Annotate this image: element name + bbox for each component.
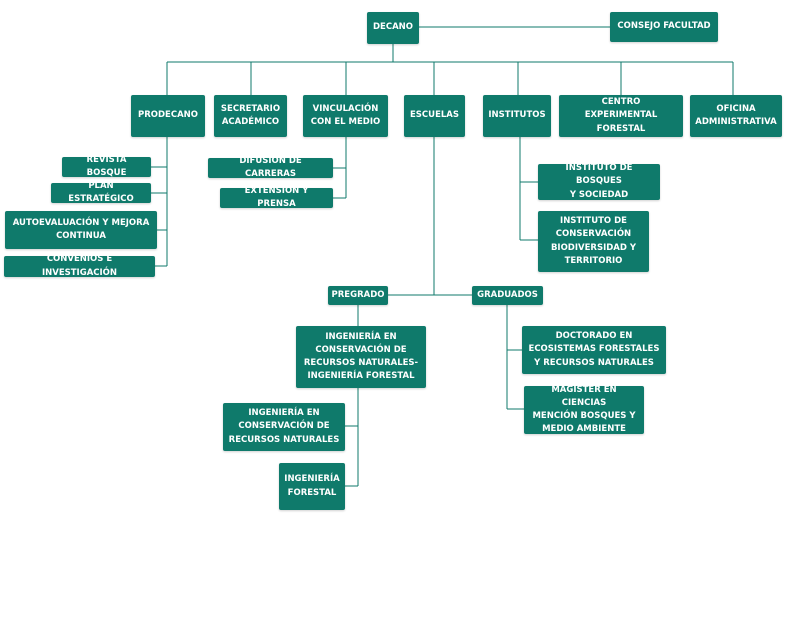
node-revista-bosque: REVISTA BOSQUE <box>62 155 151 178</box>
node-convenios-investigacion: CONVENIOS E INVESTIGACIÓN <box>4 254 155 278</box>
node-extension-prensa: EXTENSIÓN Y PRENSA <box>220 186 333 209</box>
node-vinculacion-medio: VINCULACIÓN CON EL MEDIO <box>303 95 388 137</box>
node-oficina-administrativa: OFICINA ADMINISTRATIVA <box>690 95 782 137</box>
node-ing-conservacion-forestal: INGENIERÍA EN CONSERVACIÓN DE RECURSOS N… <box>296 326 426 388</box>
node-magister: MAGÍSTER EN CIENCIAS MENCIÓN BOSQUES Y M… <box>524 385 644 434</box>
node-institutos: INSTITUTOS <box>483 95 551 137</box>
node-escuelas: ESCUELAS <box>404 95 465 137</box>
node-pregrado: PREGRADO <box>328 286 388 305</box>
node-difusion-carreras: DIFUSIÓN DE CARRERAS <box>208 156 333 179</box>
node-ing-conservacion-recursos: INGENIERÍA EN CONSERVACIÓN DE RECURSOS N… <box>223 403 345 451</box>
node-centro-experimental: CENTRO EXPERIMENTAL FORESTAL <box>559 95 683 137</box>
node-autoevaluacion: AUTOEVALUACIÓN Y MEJORA CONTINUA <box>5 211 157 249</box>
node-plan-estrategico: PLAN ESTRATÉGICO <box>51 181 151 204</box>
node-doctorado: DOCTORADO EN ECOSISTEMAS FORESTALES Y RE… <box>522 326 666 374</box>
node-ing-forestal: INGENIERÍA FORESTAL <box>279 463 345 510</box>
node-prodecano: PRODECANO <box>131 95 205 137</box>
node-instituto-conservacion: INSTITUTO DE CONSERVACIÓN BIODIVERSIDAD … <box>538 211 649 272</box>
node-secretario-academico: SECRETARIO ACADÉMICO <box>214 95 287 137</box>
node-instituto-bosques-sociedad: INSTITUTO DE BOSQUES Y SOCIEDAD <box>538 163 660 200</box>
node-graduados: GRADUADOS <box>472 286 543 305</box>
node-decano: DECANO <box>367 12 419 44</box>
node-consejo-facultad: CONSEJO FACULTAD <box>610 12 718 42</box>
